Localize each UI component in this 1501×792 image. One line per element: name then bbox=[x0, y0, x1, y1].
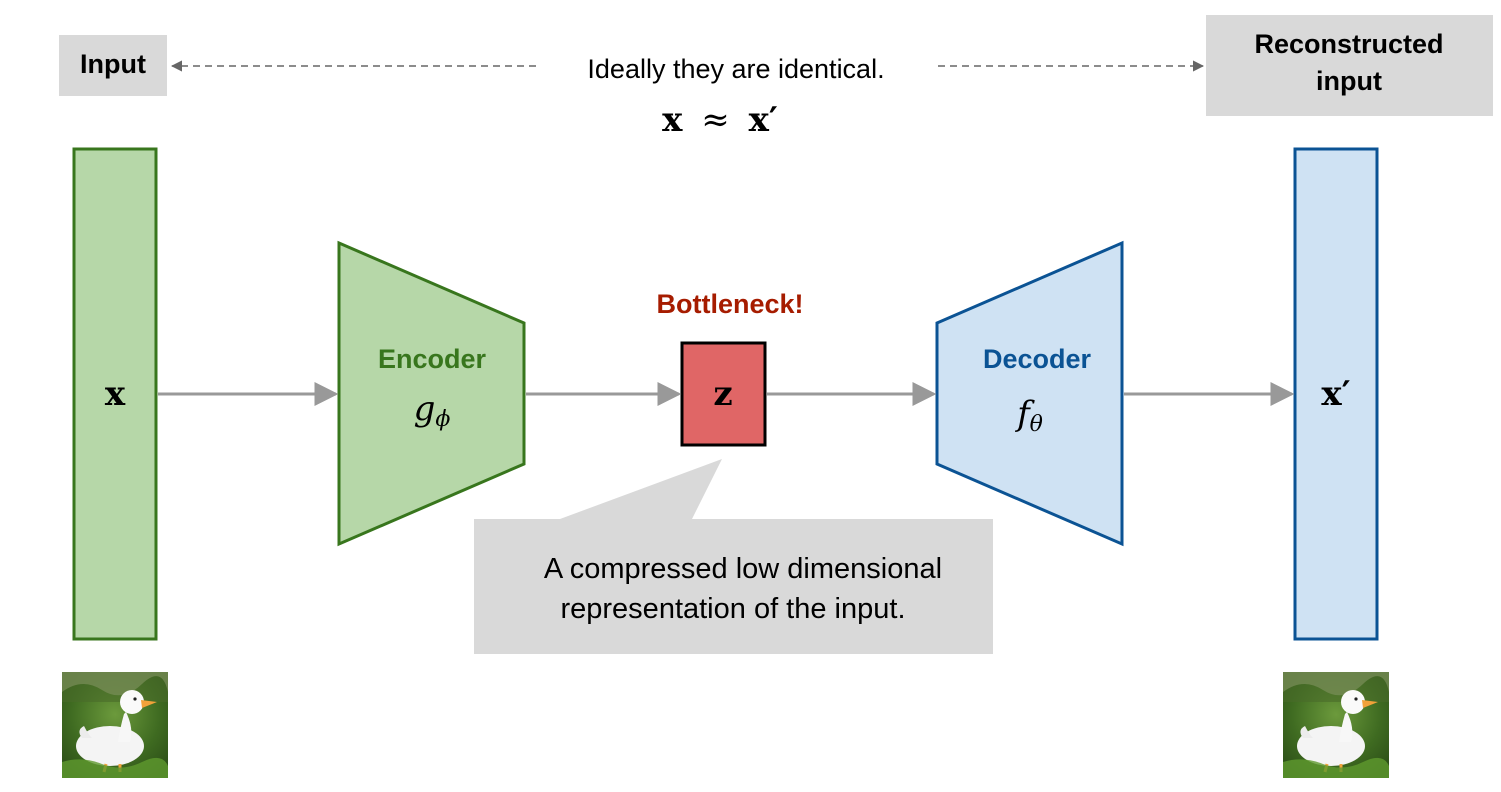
callout-text-line1: A compressed low dimensional bbox=[544, 553, 942, 585]
ideally-text: Ideally they are identical. bbox=[587, 54, 884, 84]
encoder-function-name: g bbox=[414, 389, 436, 429]
output-duck-image bbox=[1283, 672, 1389, 778]
equation-xprime: x′ bbox=[749, 100, 778, 140]
input-duck-image bbox=[62, 672, 168, 778]
bottleneck-label: Bottleneck! bbox=[656, 289, 803, 319]
latent-z-box bbox=[680, 341, 767, 447]
reconstructed-label-line2: input bbox=[1316, 66, 1382, 96]
latent-z-symbol: z bbox=[713, 374, 732, 414]
equation-x: x bbox=[662, 100, 683, 140]
reconstructed-label-box bbox=[1206, 15, 1493, 116]
input-label-box bbox=[59, 35, 167, 96]
output-vector-symbol: x′ bbox=[1321, 374, 1350, 414]
encoder-label: Encoder bbox=[378, 344, 487, 374]
encoder-function: gϕ bbox=[414, 389, 451, 432]
encoder-block bbox=[337, 240, 526, 547]
reconstructed-label-line1: Reconstructed bbox=[1254, 29, 1443, 59]
equation-approx: ≈ bbox=[701, 100, 730, 140]
input-vector-symbol: x bbox=[105, 374, 126, 414]
callout-bubble bbox=[474, 459, 993, 654]
decoder-block bbox=[935, 240, 1124, 547]
output-vector bbox=[1293, 147, 1379, 641]
decoder-label: Decoder bbox=[983, 344, 1092, 374]
input-label: Input bbox=[80, 49, 146, 79]
decoder-function-subscript: θ bbox=[1030, 412, 1043, 437]
encoder-function-subscript: ϕ bbox=[435, 407, 450, 432]
input-vector bbox=[72, 147, 158, 641]
callout-text-line2: representation of the input. bbox=[560, 593, 905, 625]
equation: x ≈ x′ bbox=[662, 100, 778, 140]
